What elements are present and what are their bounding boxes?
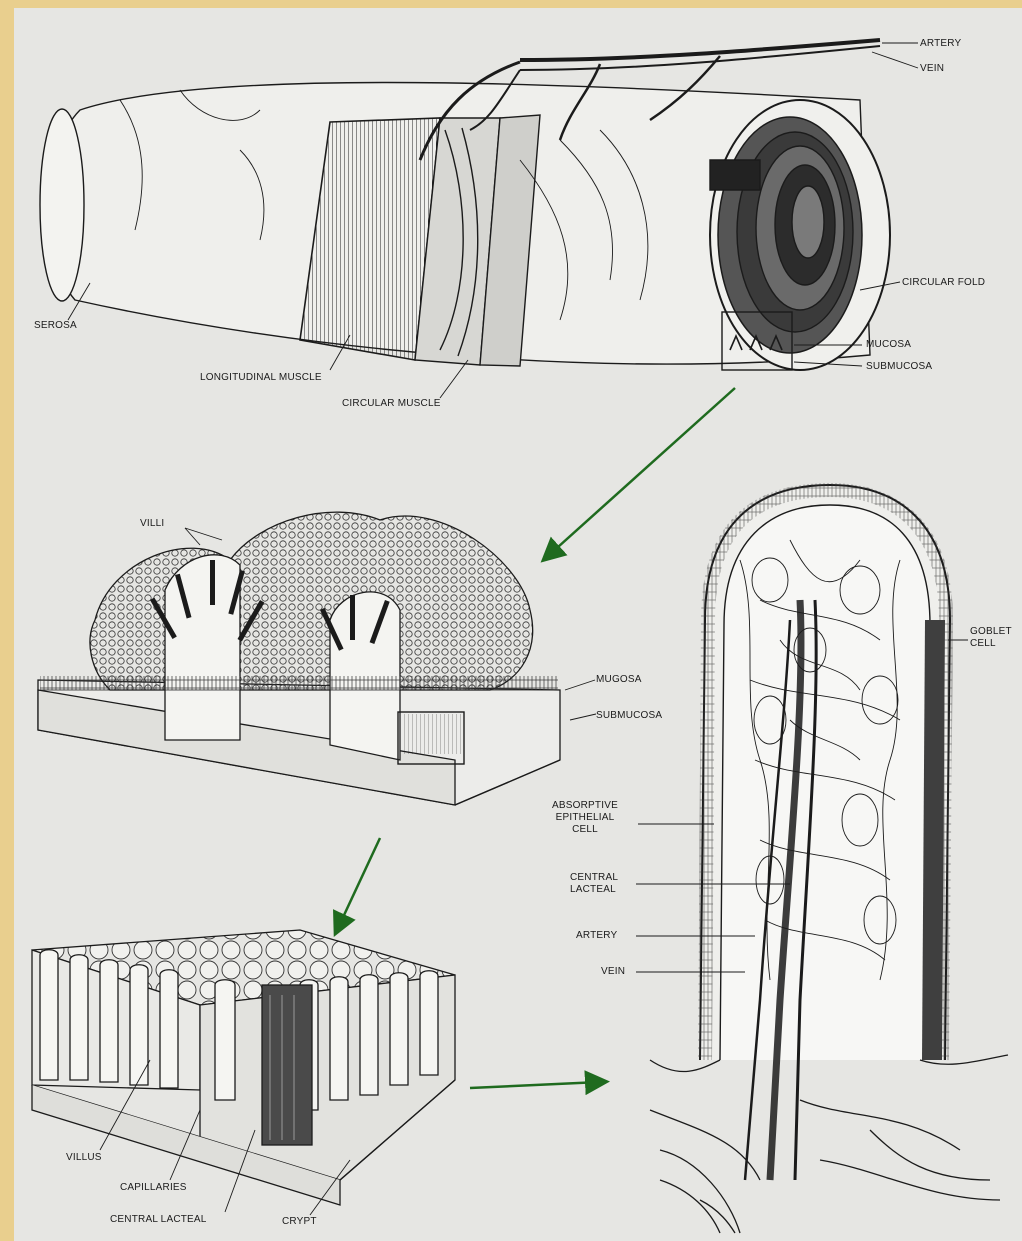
label-artery-top: ARTERY xyxy=(920,38,961,50)
villus-detail xyxy=(650,485,1008,1233)
villi-block xyxy=(38,512,560,805)
label-submucosa-mid: SUBMUCOSA xyxy=(596,710,662,722)
label-circular-fold: CIRCULAR FOLD xyxy=(902,277,985,289)
label-goblet-cell: GOBLET CELL xyxy=(970,626,1012,650)
label-artery-right: ARTERY xyxy=(576,930,617,942)
label-circular-muscle: CIRCULAR MUSCLE xyxy=(342,398,441,410)
intestine-illustration xyxy=(14,8,1022,1241)
intestine-tube xyxy=(40,40,890,370)
label-central-lacteal-right: CENTRAL LACTEAL xyxy=(570,872,618,896)
label-longitudinal-muscle: LONGITUDINAL MUSCLE xyxy=(200,372,322,384)
label-absorptive-epithelial-cell: ABSORPTIVE EPITHELIAL CELL xyxy=(534,800,636,836)
label-mucosa-top: MUCOSA xyxy=(866,339,911,351)
diagram-paper: ARTERY VEIN CIRCULAR FOLD SEROSA MUCOSA … xyxy=(14,8,1022,1241)
arrow-tube-to-villi xyxy=(548,388,735,556)
label-vein-right: VEIN xyxy=(601,966,625,978)
label-submucosa-top: SUBMUCOSA xyxy=(866,361,932,373)
label-central-lacteal-bottom: CENTRAL LACTEAL xyxy=(110,1214,207,1226)
label-villi: VILLI xyxy=(140,518,164,530)
label-capillaries: CAPILLARIES xyxy=(120,1182,187,1194)
arrow-crypt-to-villus xyxy=(470,1082,600,1088)
label-villus: VILLUS xyxy=(66,1152,102,1164)
arrow-villi-to-crypt xyxy=(338,838,380,928)
label-mucosa-mid: MUGOSA xyxy=(596,674,642,686)
label-serosa: SEROSA xyxy=(34,320,77,332)
label-vein-top: VEIN xyxy=(920,63,944,75)
label-crypt: CRYPT xyxy=(282,1216,317,1228)
